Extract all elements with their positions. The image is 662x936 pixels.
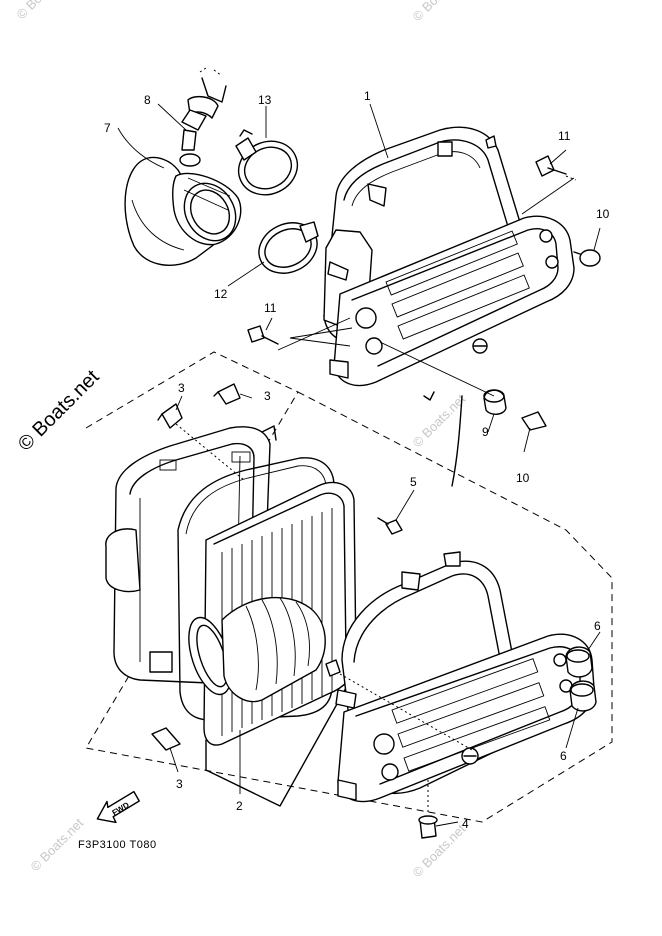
hose-clamp-upper bbox=[235, 129, 299, 196]
callout-12: 12 bbox=[214, 287, 228, 301]
callout-11: 11 bbox=[558, 129, 571, 143]
leader-lines bbox=[117, 103, 601, 827]
case-half-front bbox=[325, 551, 595, 803]
clip-top-left bbox=[157, 403, 183, 429]
screw-left bbox=[247, 325, 279, 345]
alignment-line bbox=[339, 673, 473, 751]
screw-upper bbox=[535, 155, 577, 181]
assembly-boundary bbox=[85, 351, 613, 823]
callout-4: 4 bbox=[462, 817, 469, 831]
callout-7: 7 bbox=[104, 121, 111, 135]
grommet-lower-lower bbox=[569, 680, 597, 712]
brand-watermark: © Boats.net bbox=[14, 366, 104, 456]
callout-2: 2 bbox=[236, 799, 243, 813]
callout-10: 10 bbox=[596, 207, 610, 221]
callout-6: 6 bbox=[560, 749, 567, 763]
watermark-tile: © Boats.net bbox=[14, 0, 73, 22]
intake-funnel bbox=[188, 596, 326, 703]
callout-6: 6 bbox=[594, 619, 601, 633]
drain-plug bbox=[418, 780, 438, 839]
collar-lower bbox=[521, 411, 547, 431]
breather-hose bbox=[451, 395, 463, 487]
clip-top-right bbox=[213, 383, 241, 405]
hose bbox=[187, 67, 227, 119]
callout-3: 3 bbox=[264, 389, 271, 403]
watermark-tile: © Boats.net bbox=[410, 0, 469, 24]
callout-1: 1 bbox=[364, 89, 371, 103]
callout-11: 11 bbox=[264, 301, 277, 315]
callouts: 1 2 3 3 3 4 5 6 6 7 8 9 10 10 11 11 12 1… bbox=[104, 89, 610, 831]
hose-clamp-lower bbox=[258, 221, 319, 274]
fwd-arrow: FWD bbox=[96, 790, 140, 824]
callout-3: 3 bbox=[176, 777, 183, 791]
grommet-lower-upper bbox=[565, 646, 593, 678]
intake-boot bbox=[124, 156, 242, 266]
elbow-fitting bbox=[179, 109, 207, 167]
grommet bbox=[483, 389, 507, 415]
callout-9: 9 bbox=[482, 425, 489, 439]
screw-center bbox=[377, 517, 403, 535]
callout-8: 8 bbox=[144, 93, 151, 107]
clip-bottom bbox=[151, 727, 181, 751]
callout-5: 5 bbox=[410, 475, 417, 489]
callout-3: 3 bbox=[178, 381, 185, 395]
diagram-code: F3P3100 T080 bbox=[78, 839, 157, 851]
air-cleaner-case-assembled bbox=[323, 126, 575, 401]
collar-upper bbox=[573, 249, 601, 267]
watermark-tile: © Boats.net bbox=[410, 821, 469, 880]
callout-10: 10 bbox=[516, 471, 530, 485]
callout-13: 13 bbox=[258, 93, 272, 107]
